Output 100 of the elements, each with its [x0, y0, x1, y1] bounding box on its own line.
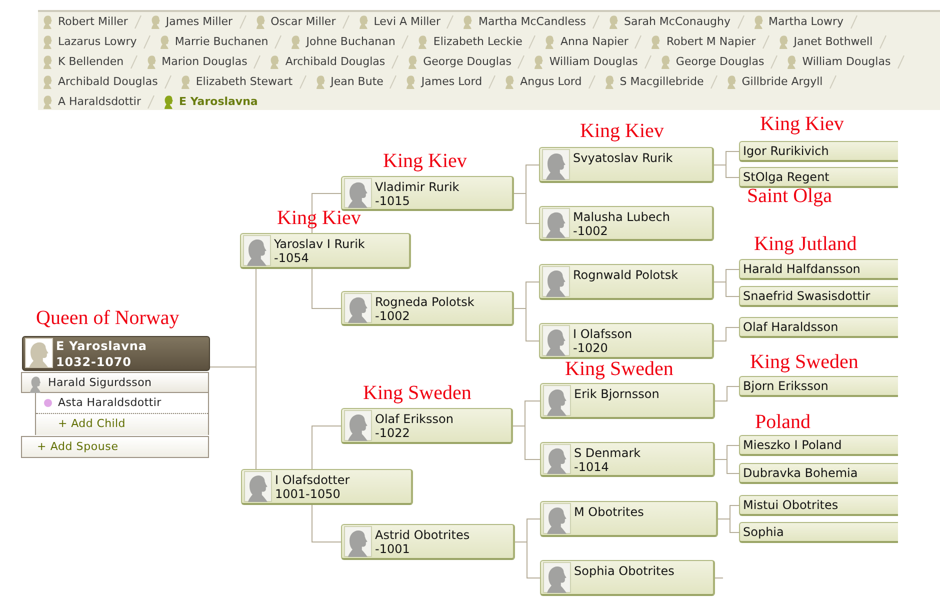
- person-name: Harald Halfdansson: [743, 262, 860, 276]
- breadcrumb-link: William Douglas: [549, 55, 638, 69]
- person-card: [739, 495, 898, 516]
- breadcrumb-link: Janet Bothwell: [794, 35, 873, 49]
- person-name: Mieszko I Poland: [743, 438, 842, 452]
- person-name: Malusha Lubech: [573, 210, 670, 224]
- breadcrumb-link: George Douglas: [676, 55, 764, 69]
- person-card: [539, 323, 714, 359]
- person-name: I Olafsson: [573, 327, 632, 341]
- children-panel: [35, 393, 209, 435]
- person-name: Harald Sigurdsson: [48, 376, 152, 390]
- breadcrumb-link: Martha McCandless: [478, 15, 586, 29]
- connector-line: [514, 542, 540, 578]
- connector-line: [514, 308, 540, 342]
- connector-line: [514, 193, 540, 224]
- person-name: Rognwald Polotsk: [573, 268, 678, 282]
- connector-line: [714, 386, 740, 402]
- person-card: [739, 141, 898, 162]
- breadcrumb-link: Angus Lord: [520, 75, 582, 89]
- person-card: [341, 524, 515, 560]
- annotation-label: King Sweden: [565, 359, 674, 379]
- life-dates: -1002: [573, 224, 608, 238]
- person-name: Sophia Obotrites: [574, 564, 674, 578]
- selected-person-card: [22, 336, 210, 371]
- annotation-label: King Kiev: [277, 208, 361, 228]
- person-card: [540, 442, 715, 477]
- current-person-link: E Yaroslavna: [178, 95, 258, 109]
- annotation-label: Queen of Norway: [36, 308, 180, 328]
- breadcrumb-link: Archibald Douglas: [58, 75, 158, 89]
- person-card: [540, 501, 718, 537]
- person-name: Rogneda Polotsk: [375, 295, 474, 309]
- annotation-label: Saint Olga: [747, 186, 832, 206]
- breadcrumb-link: Levi A Miller: [374, 15, 440, 29]
- annotation-label: King Kiev: [383, 151, 467, 171]
- person-card: [540, 560, 715, 596]
- person-name: I Olafsdotter: [275, 473, 350, 487]
- person-name: Asta Haraldsdottir: [58, 396, 162, 410]
- person-name: S Denmark: [574, 446, 641, 460]
- breadcrumb-link: Martha Lowry: [768, 15, 844, 29]
- person-card: [341, 176, 514, 211]
- breadcrumb-link: Gillbride Argyll: [742, 75, 823, 89]
- connector-line: [512, 426, 540, 460]
- breadcrumb-link: Johne Buchanan: [306, 35, 396, 49]
- life-dates: -1014: [574, 460, 609, 474]
- breadcrumb-link: Archibald Douglas: [285, 55, 386, 69]
- person-name: Svyatoslav Rurik: [573, 151, 673, 165]
- person-card: [739, 167, 898, 188]
- breadcrumb-link: Marion Douglas: [162, 55, 248, 69]
- person-card: [739, 317, 898, 338]
- person-card: [240, 233, 411, 269]
- person-name: StOlga Regent: [743, 170, 830, 184]
- person-name: Mistui Obotrites: [743, 498, 838, 512]
- annotation-label: King Kiev: [760, 114, 844, 134]
- annotation-label: King Jutland: [754, 234, 857, 254]
- person-name: Olaf Haraldsson: [743, 320, 838, 334]
- person-name: Erik Bjornsson: [574, 387, 660, 401]
- breadcrumb-link: Lazarus Lowry: [58, 35, 137, 49]
- life-dates: -1015: [375, 194, 410, 208]
- breadcrumb-link: William Douglas: [802, 55, 891, 69]
- breadcrumb-link: Jean Bute: [330, 75, 384, 89]
- annotation-label: King Sweden: [363, 383, 472, 403]
- person-card: [539, 147, 714, 183]
- person-card: [241, 469, 413, 505]
- breadcrumb-link: A Haraldsdottir: [58, 95, 141, 109]
- person-name: Yaroslav I Rurik: [274, 237, 365, 251]
- person-card: [341, 291, 514, 326]
- person-name: Bjorn Eriksson: [743, 379, 828, 393]
- breadcrumb-link: James Miller: [166, 15, 233, 29]
- breadcrumb-link: Robert Miller: [58, 15, 128, 29]
- annotation-label: Poland: [755, 412, 811, 432]
- person-card: [539, 264, 714, 300]
- connector-line: [312, 504, 342, 542]
- connector-line: [714, 327, 740, 342]
- breadcrumb-link: George Douglas: [423, 55, 512, 69]
- breadcrumb-link: Anna Napier: [560, 35, 628, 49]
- connector-line: [718, 518, 740, 533]
- person-card: [739, 376, 898, 397]
- person-name: Vladimir Rurik: [375, 180, 460, 194]
- person-name: Dubravka Bohemia: [743, 466, 858, 480]
- breadcrumb-link: Robert M Napier: [666, 35, 756, 49]
- life-dates: 1032-1070: [56, 354, 132, 370]
- person-card: [739, 286, 898, 307]
- person-name: Snaefrid Swasisdottir: [743, 289, 870, 303]
- person-name: Olaf Eriksson: [375, 412, 454, 426]
- person-card: [539, 206, 714, 241]
- annotation-label: King Kiev: [580, 121, 664, 141]
- person-card: [540, 383, 715, 419]
- person-card: [739, 435, 898, 456]
- person-card: [341, 408, 513, 444]
- breadcrumb-link: Sarah McConaughy: [624, 15, 731, 29]
- breadcrumb-link: Elizabeth Stewart: [196, 75, 293, 89]
- add-spouse-button: + Add Spouse: [21, 436, 209, 458]
- person-name: M Obotrites: [574, 505, 644, 519]
- connector-line: [312, 193, 342, 234]
- connector-line: [312, 426, 342, 470]
- breadcrumb-link: James Lord: [421, 75, 482, 89]
- person-name: E Yaroslavna: [56, 338, 147, 354]
- person-card: [739, 522, 898, 543]
- breadcrumb-link: S Macgillebride: [620, 75, 704, 89]
- annotation-label: King Sweden: [750, 352, 858, 372]
